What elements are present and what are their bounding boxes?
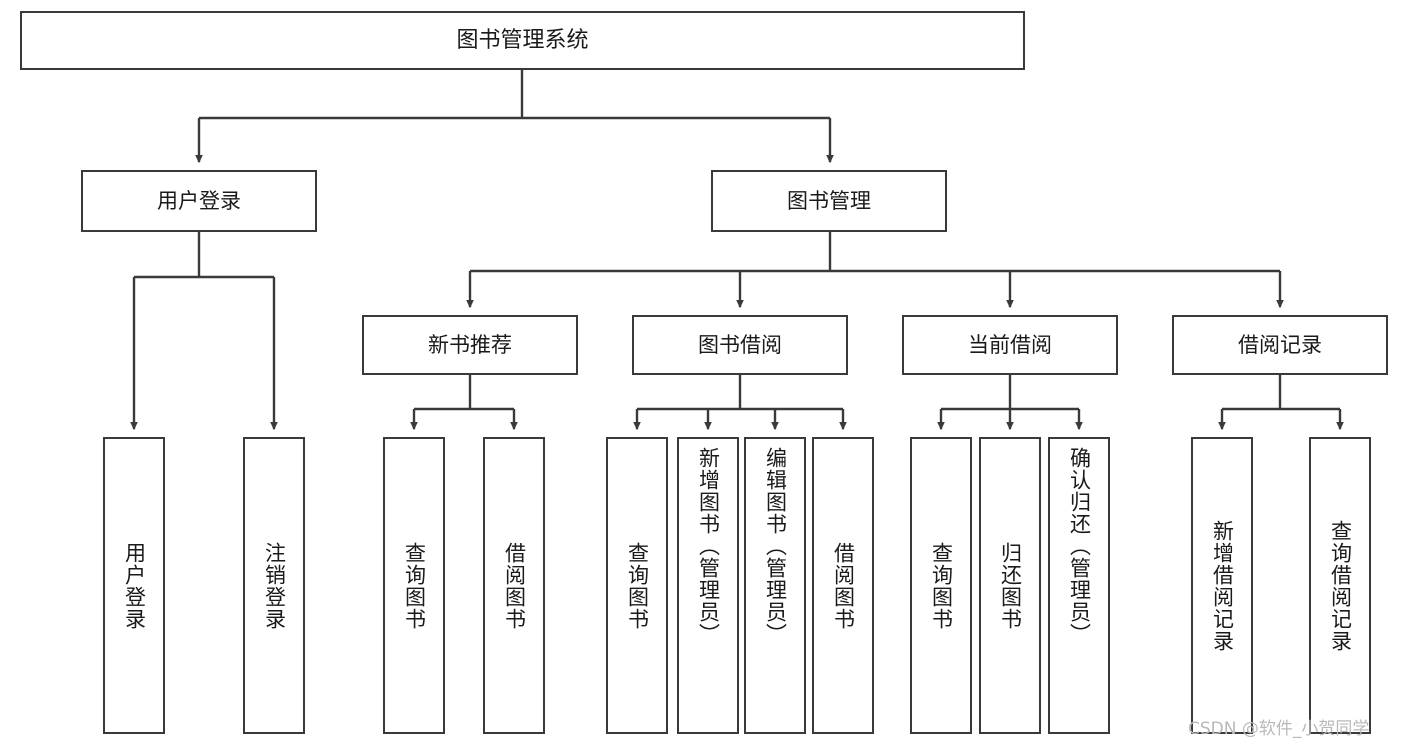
node-leaf-return-books[interactable]: 归还图书 [979,437,1041,734]
node-label: 查询图书 [625,541,650,630]
node-leaf-add-borrow-record[interactable]: 新增借阅记录 [1191,437,1253,734]
node-label: 图书管理系统 [456,27,589,53]
node-label: 编辑图书（管理员） [763,447,788,645]
node-current-borrowing[interactable]: 当前借阅 [902,315,1118,375]
node-leaf-query-books-recommend[interactable]: 查询图书 [383,437,445,734]
node-label: 查询图书 [402,541,427,630]
node-label: 图书管理 [787,188,871,213]
node-leaf-borrow-books-recommend[interactable]: 借阅图书 [483,437,545,734]
node-label: 确认归还（管理员） [1067,447,1092,645]
node-leaf-query-borrow-record[interactable]: 查询借阅记录 [1309,437,1371,734]
node-leaf-edit-book-admin[interactable]: 编辑图书（管理员） [744,437,806,734]
node-label: 新增借阅记录 [1210,519,1235,652]
node-label: 用户登录 [157,188,241,213]
node-label: 当前借阅 [968,332,1052,357]
node-leaf-add-book-admin[interactable]: 新增图书（管理员） [677,437,739,734]
node-book-borrowing[interactable]: 图书借阅 [632,315,848,375]
node-label: 借阅图书 [502,541,527,630]
node-root-book-management-system[interactable]: 图书管理系统 [20,11,1025,70]
node-leaf-logout[interactable]: 注销登录 [243,437,305,734]
node-label: 借阅图书 [831,541,856,630]
node-label: 图书借阅 [698,332,782,357]
node-book-management[interactable]: 图书管理 [711,170,947,232]
node-label: 归还图书 [998,541,1023,630]
node-leaf-query-books-current[interactable]: 查询图书 [910,437,972,734]
node-borrowing-record[interactable]: 借阅记录 [1172,315,1388,375]
node-leaf-confirm-return-admin[interactable]: 确认归还（管理员） [1048,437,1110,734]
node-user-login[interactable]: 用户登录 [81,170,317,232]
node-label: 新增图书（管理员） [696,447,721,645]
node-new-book-recommendation[interactable]: 新书推荐 [362,315,578,375]
node-label: 借阅记录 [1238,332,1322,357]
node-label: 用户登录 [122,541,147,630]
node-leaf-user-login[interactable]: 用户登录 [103,437,165,734]
node-label: 查询借阅记录 [1328,519,1353,652]
node-leaf-query-books-borrow[interactable]: 查询图书 [606,437,668,734]
node-label: 新书推荐 [428,332,512,357]
node-label: 查询图书 [929,541,954,630]
node-leaf-borrow-books[interactable]: 借阅图书 [812,437,874,734]
node-label: 注销登录 [262,541,287,630]
